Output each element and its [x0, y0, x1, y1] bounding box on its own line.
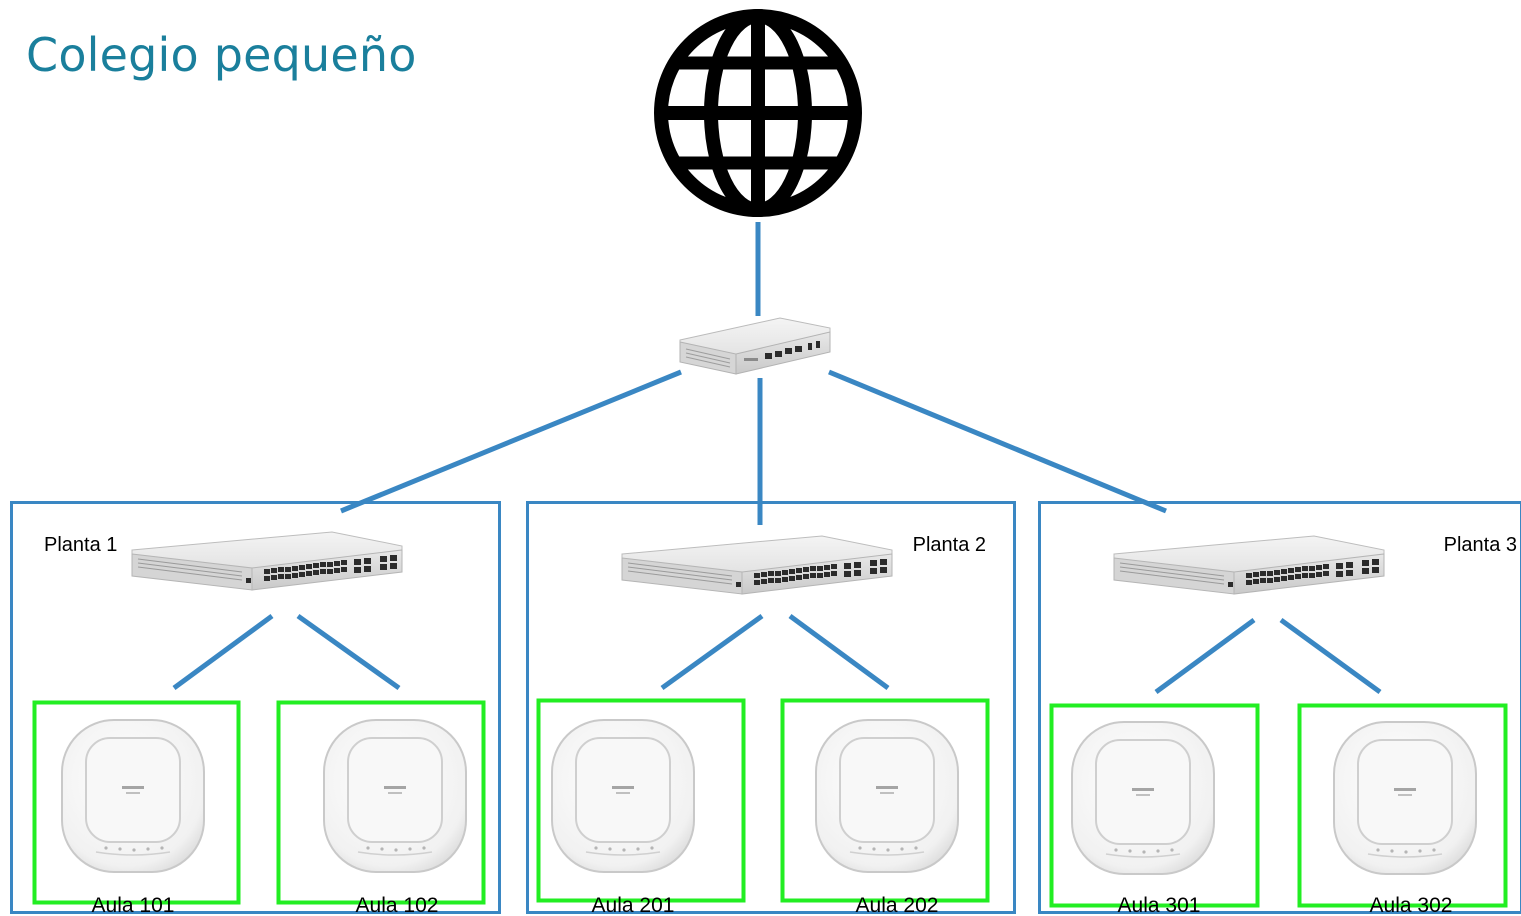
- link-switch-3-ap-301: [1154, 617, 1256, 695]
- access-point-icon: [323, 719, 467, 873]
- room-label-302: Aula 302: [1370, 894, 1453, 916]
- link-switch-2-ap-202: [788, 613, 890, 691]
- floor-label-1: Planta 1: [44, 534, 117, 556]
- access-point-icon: [1071, 721, 1215, 875]
- room-label-301: Aula 301: [1118, 894, 1201, 916]
- links: [172, 222, 1382, 695]
- floor-label-2: Planta 2: [913, 534, 986, 556]
- access-point-icon: [1333, 721, 1477, 875]
- page-title: Colegio pequeño: [26, 28, 417, 82]
- floor-group-1: [10, 501, 501, 914]
- globe-icon: [654, 9, 862, 217]
- access-point-icon: [815, 719, 959, 873]
- room-label-101: Aula 101: [92, 894, 175, 916]
- room-label-201: Aula 201: [592, 894, 675, 916]
- room-label-102: Aula 102: [356, 894, 439, 916]
- room-label-202: Aula 202: [856, 894, 939, 916]
- room-frame-301: [1049, 703, 1260, 908]
- link-core-floor-1: [340, 369, 682, 514]
- floor-group-2: [526, 501, 1016, 914]
- switch-icon: [1113, 535, 1385, 595]
- floor-group-3: [1038, 501, 1521, 914]
- switch-icon: [621, 535, 893, 595]
- access-point-icon: [551, 719, 695, 873]
- link-switch-1-ap-101: [172, 613, 274, 691]
- link-switch-2-ap-201: [660, 613, 764, 691]
- room-frame-201: [536, 698, 746, 903]
- link-core-floor-3: [828, 369, 1167, 514]
- room-frame-302: [1297, 703, 1508, 908]
- floor-label-3: Planta 3: [1444, 534, 1517, 556]
- link-switch-3-ap-302: [1279, 617, 1382, 695]
- link-switch-1-ap-102: [296, 613, 401, 691]
- room-frame-101: [32, 700, 241, 905]
- access-point-icon: [61, 719, 205, 873]
- router-icon: [679, 317, 831, 375]
- room-frame-102: [276, 700, 486, 905]
- switch-icon: [131, 531, 403, 591]
- room-frame-202: [780, 698, 990, 903]
